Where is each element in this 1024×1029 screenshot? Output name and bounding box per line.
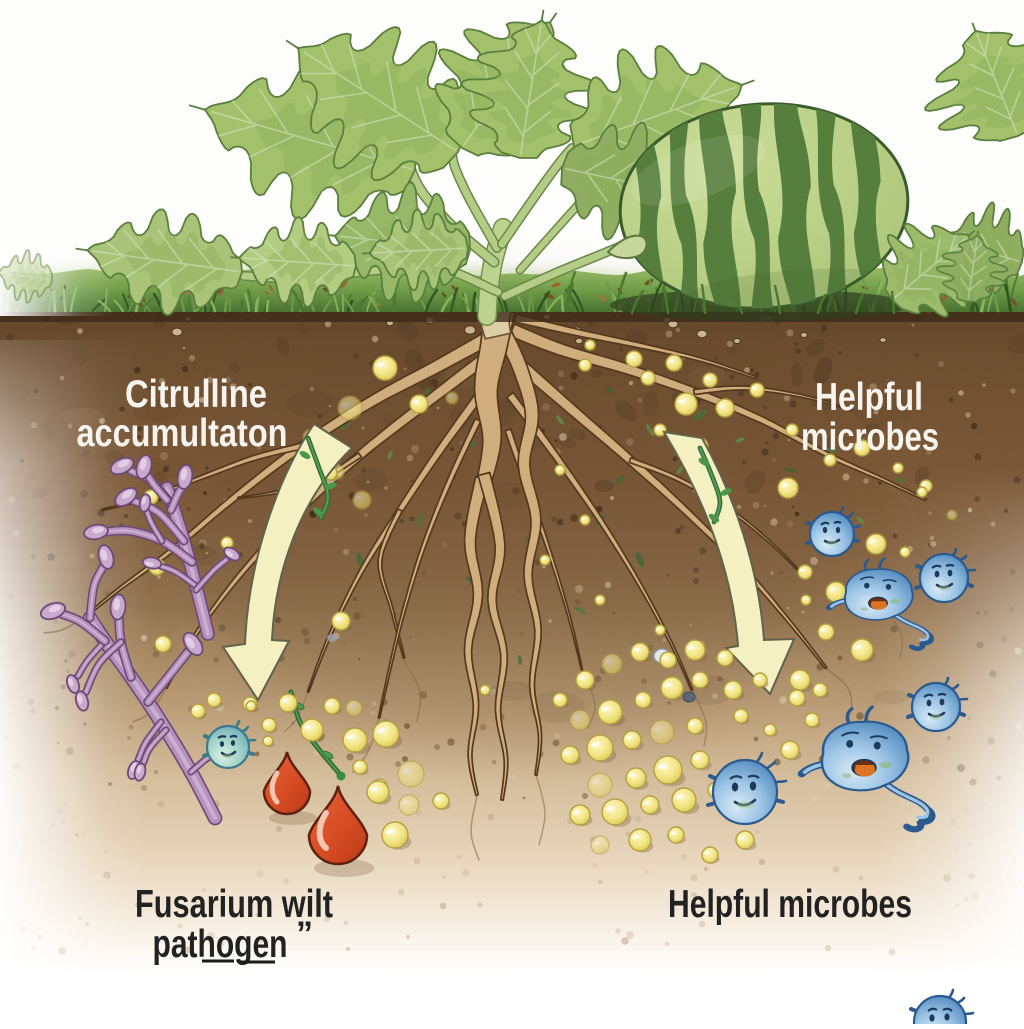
svg-text:”: ” bbox=[296, 915, 313, 953]
svg-text:Helpful microbes: Helpful microbes bbox=[668, 883, 912, 926]
svg-text:Helpful: Helpful bbox=[815, 376, 923, 419]
svg-text:Citrulline: Citrulline bbox=[125, 373, 267, 416]
svg-text:Fusarium wilt: Fusarium wilt bbox=[135, 883, 333, 926]
svg-text:microbes: microbes bbox=[801, 416, 939, 459]
svg-text:accumultaton: accumultaton bbox=[77, 412, 288, 455]
svg-text:pathogen: pathogen bbox=[153, 923, 288, 966]
